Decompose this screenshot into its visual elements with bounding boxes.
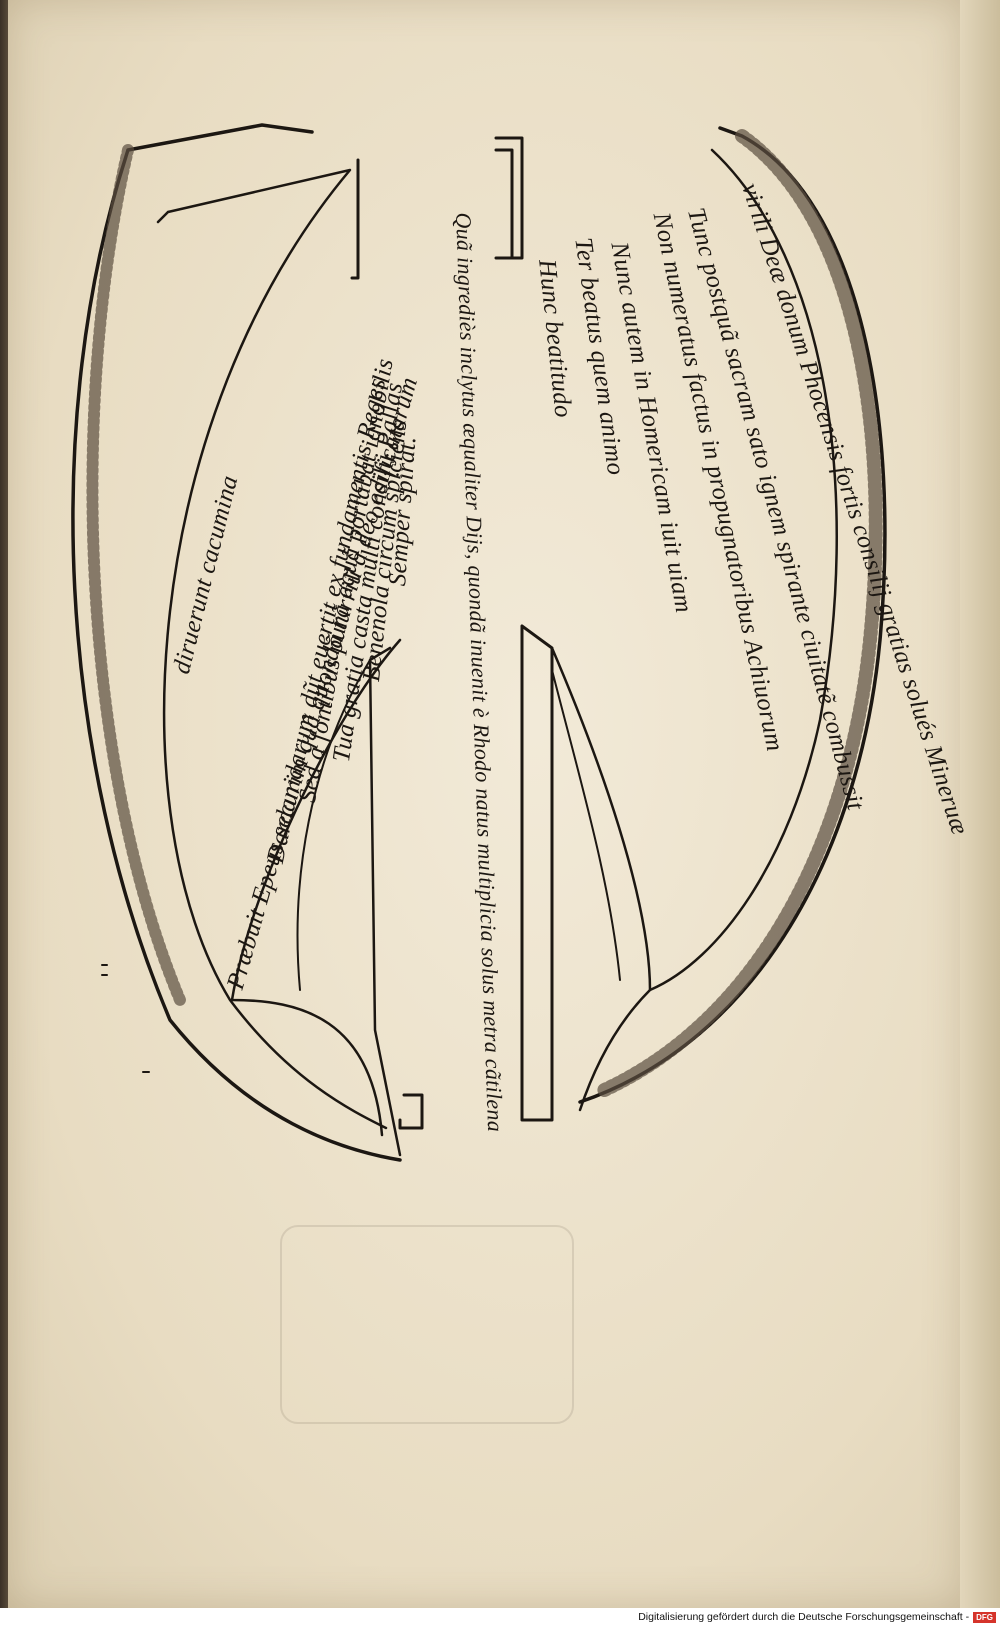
left-blade-outer (71, 123, 402, 1162)
left-inner-frame (368, 646, 402, 1157)
footer-credit: Digitalisierung gefördert durch die Deut… (638, 1611, 970, 1623)
page-leaf (8, 0, 963, 1608)
page-edge (960, 0, 1000, 1608)
digitization-footer: Digitalisierung gefördert durch die Deut… (0, 1608, 1000, 1626)
left-lower-blade-2 (296, 659, 371, 991)
right-blade-hatch (593, 129, 883, 1099)
right-lower-blade (550, 646, 652, 1112)
dfg-logo: DFG (973, 1611, 996, 1623)
library-stamp-bleedthrough (280, 1225, 574, 1424)
left-shaft (350, 158, 360, 280)
left-blade-hatch (86, 144, 186, 1006)
left-blade-inner (156, 168, 388, 1130)
center-rail-left (398, 1093, 424, 1130)
right-shaft-top (494, 136, 524, 260)
right-inner-blade-2 (551, 669, 621, 981)
margin-mark (101, 964, 150, 1073)
center-rail-right (520, 624, 554, 1122)
right-blade-inner (648, 148, 838, 992)
left-lower-blade (230, 638, 402, 1137)
